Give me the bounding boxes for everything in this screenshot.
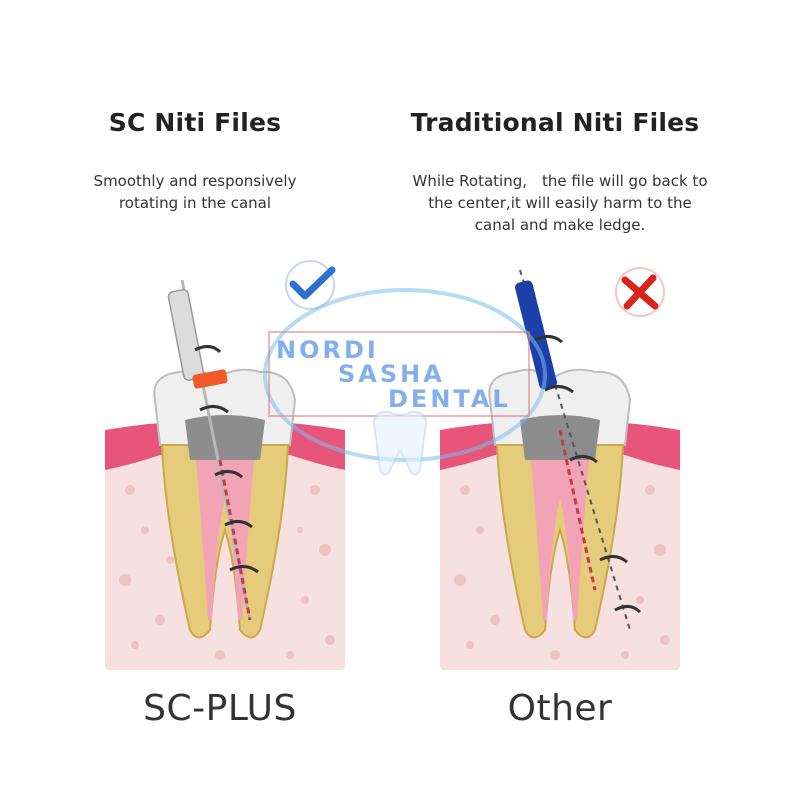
check-mark-icon — [285, 260, 336, 310]
left-column-title: SC Niti Files — [108, 108, 282, 137]
traditional-file — [515, 269, 631, 631]
right-column-title: Traditional Niti Files — [410, 108, 700, 137]
right-description: While Rotating, the file will go back to… — [385, 170, 735, 236]
left-description-line: rotating in the canal — [118, 194, 272, 212]
sc-file — [167, 279, 252, 621]
right-description-line: While Rotating, the file will go back to — [412, 172, 708, 190]
bone-texture — [119, 485, 335, 660]
right-description-line: the center,it will easily harm to the — [428, 194, 692, 212]
rotation-arrows — [534, 335, 642, 614]
cross-mark-icon — [615, 267, 665, 317]
tooth-mascot-icon — [373, 410, 427, 476]
rotation-arrows — [194, 345, 259, 574]
other-tooth-illustration — [440, 267, 680, 670]
left-description-line: Smoothly and responsively — [93, 172, 297, 190]
left-description: Smoothly and responsively rotating in th… — [70, 170, 320, 214]
sc-plus-label: SC-PLUS — [143, 688, 297, 729]
tooth-roots — [160, 444, 290, 639]
crown-filling — [185, 415, 265, 460]
sc-plus-tooth-illustration — [105, 260, 345, 670]
crown-filling — [520, 415, 600, 460]
tooth-roots — [495, 444, 625, 639]
other-label: Other — [507, 688, 613, 729]
watermark-oval — [263, 288, 547, 476]
right-description-line: canal and make ledge. — [474, 216, 646, 234]
